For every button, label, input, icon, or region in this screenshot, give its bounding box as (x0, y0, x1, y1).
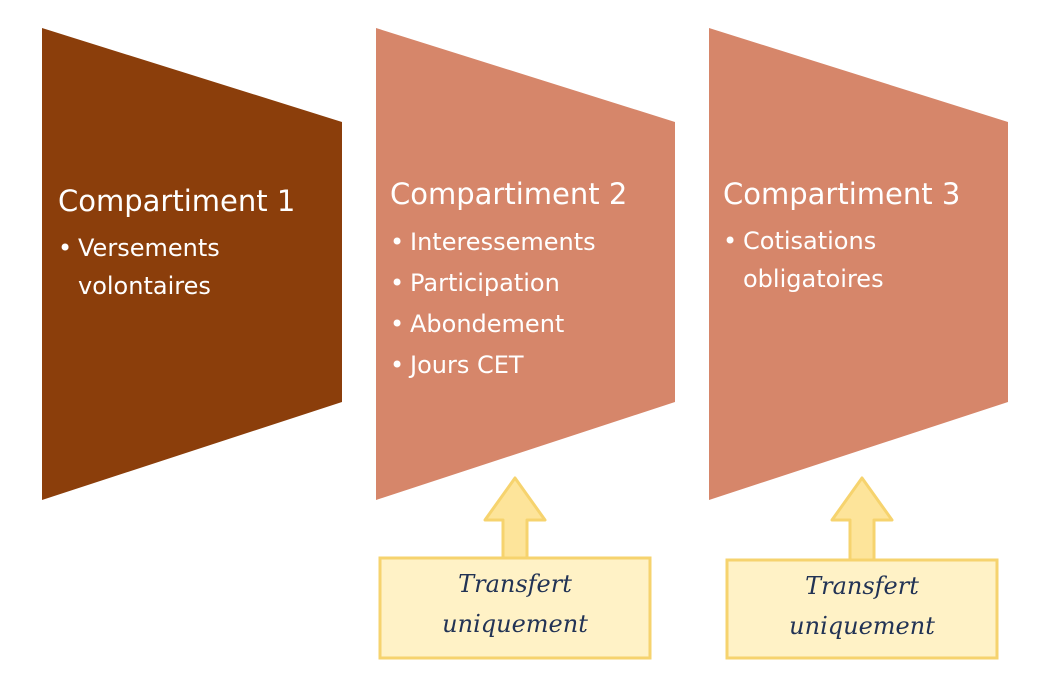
compartment-2-list: Interessements Participation Abondement … (390, 222, 670, 386)
compartment-3-list: Cotisations obligatoires (723, 222, 923, 298)
list-item: Jours CET (390, 345, 670, 386)
compartment-2: Compartiment 2 Interessements Participat… (390, 176, 670, 386)
transfer-box-2 (725, 558, 999, 660)
transfer-arrow-1 (483, 476, 547, 560)
list-item: Interessements (390, 222, 670, 263)
compartment-1-list: Versements volontaires (58, 229, 258, 305)
transfer-label-2: Transfert uniquement (789, 572, 935, 640)
transfer-arrow-2 (830, 476, 894, 562)
transfer-label-1: Transfert uniquement (442, 570, 588, 638)
compartment-1: Compartiment 1 Versements volontaires (58, 183, 338, 305)
transfer-box-1 (378, 556, 652, 660)
list-item: Versements volontaires (58, 229, 258, 305)
compartment-2-title: Compartiment 2 (390, 177, 628, 211)
compartment-3: Compartiment 3 Cotisations obligatoires (723, 176, 961, 298)
list-item: Participation (390, 263, 670, 304)
compartment-1-title: Compartiment 1 (58, 184, 296, 218)
list-item: Cotisations obligatoires (723, 222, 923, 298)
list-item: Abondement (390, 304, 670, 345)
compartment-3-title: Compartiment 3 (723, 177, 961, 211)
